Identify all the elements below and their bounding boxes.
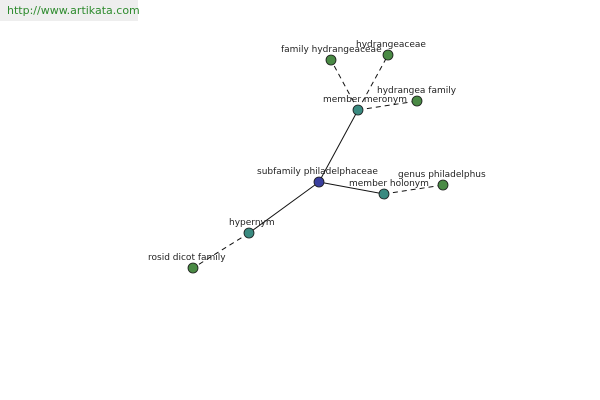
edge-hypernym-rosid: [192, 232, 250, 269]
label-member-meronym[interactable]: member meronym: [323, 95, 407, 105]
label-hypernym[interactable]: hypernym: [229, 218, 275, 228]
label-hydrangea-family[interactable]: hydrangea family: [377, 86, 457, 96]
node-center[interactable]: [313, 176, 325, 188]
edge-center-member-meronym: [318, 109, 359, 183]
edge-holonym-genus-philadelphus: [383, 184, 444, 195]
label-hydrangeaceae[interactable]: hydrangeaceae: [356, 40, 426, 50]
label-center[interactable]: subfamily philadelphaceae: [257, 167, 378, 177]
edge-meronym-hydrangeaceae: [357, 54, 389, 111]
url-banner: http://www.artikata.com: [0, 0, 140, 21]
site-url-link[interactable]: http://www.artikata.com: [7, 4, 140, 17]
node-member-holonym[interactable]: [378, 188, 390, 200]
node-member-meronym[interactable]: [352, 104, 364, 116]
node-rosid-dicot-family[interactable]: [187, 262, 199, 274]
node-family-hydrangeaceae[interactable]: [325, 54, 337, 66]
node-genus-philadelphus[interactable]: [437, 179, 449, 191]
label-family-hydrangeaceae[interactable]: family hydrangeaceae: [281, 45, 382, 55]
node-hydrangea-family[interactable]: [411, 95, 423, 107]
edge-center-hypernym: [248, 181, 320, 234]
edge-meronym-family-hydrangeaceae: [330, 59, 359, 111]
label-rosid-dicot-family[interactable]: rosid dicot family: [148, 253, 226, 263]
node-hypernym[interactable]: [243, 227, 255, 239]
label-member-holonym[interactable]: member holonym: [349, 179, 429, 189]
label-genus-philadelphus[interactable]: genus philadelphus: [398, 170, 486, 180]
edge-center-member-holonym: [318, 181, 385, 195]
edge-meronym-hydrangea-family: [357, 100, 418, 111]
node-hydrangeaceae[interactable]: [382, 49, 394, 61]
